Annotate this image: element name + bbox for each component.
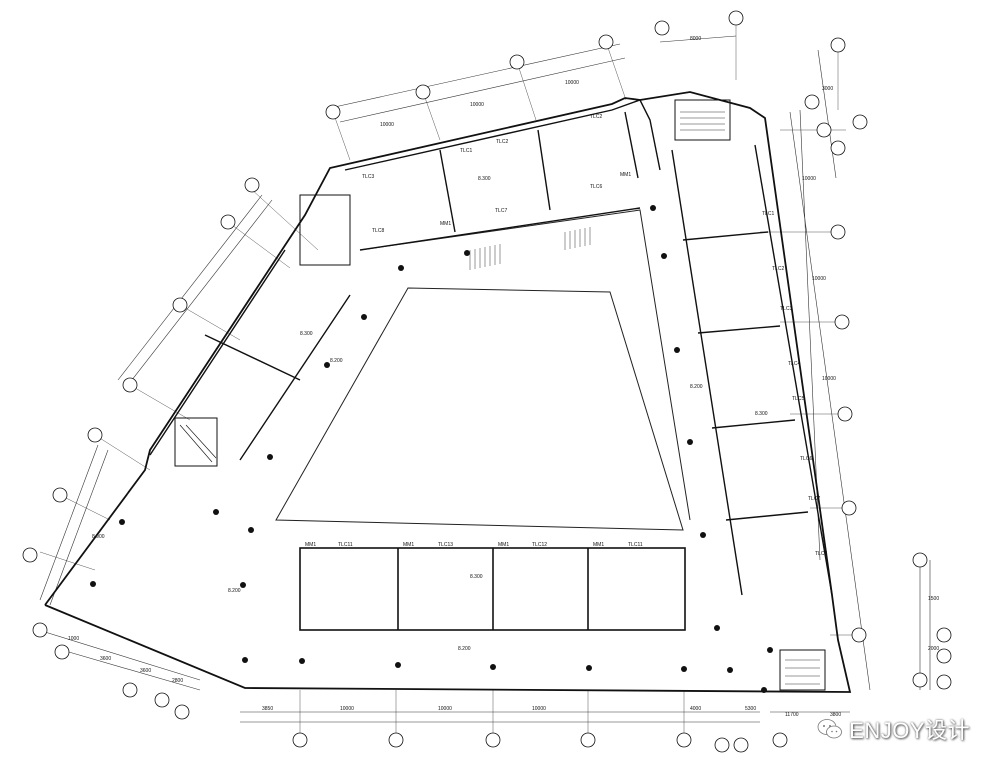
dimension-value: 1000 [68, 636, 79, 642]
axis-bubbles [22, 10, 952, 753]
top-shop-block [299, 99, 661, 266]
window-code: MM1 [403, 542, 414, 548]
dimension-value: 3600 [140, 668, 151, 674]
building-outline [44, 91, 852, 693]
dimension-value: 2800 [172, 678, 183, 684]
window-code: TLC3 [780, 306, 792, 312]
watermark: ENJOY设计 [817, 713, 970, 745]
dimension-value: 5300 [745, 706, 756, 712]
window-code: TLC5 [792, 396, 804, 402]
bottom-shop-block [299, 547, 686, 631]
dimension-value: 10000 [822, 376, 836, 382]
dimension-value: 3600 [100, 656, 111, 662]
dimension-value: 3000 [822, 86, 833, 92]
stairs [469, 111, 820, 685]
window-code: MM1 [593, 542, 604, 548]
dimension-value: 10000 [438, 706, 452, 712]
dimension-value: 11700 [785, 712, 799, 718]
window-code: TLC11 [338, 542, 353, 548]
dimension-value: 10000 [532, 706, 546, 712]
elevation-label: 8.200 [330, 358, 343, 364]
dimension-value: 10000 [802, 176, 816, 182]
dimension-value: 1500 [928, 596, 939, 602]
dimension-value: 8000 [690, 36, 701, 42]
dimension-value: 10000 [565, 80, 579, 86]
elevation-label: 8.200 [458, 646, 471, 652]
window-code: MM1 [305, 542, 316, 548]
axis-grid-lines [39, 18, 859, 740]
dimension-value: 3850 [262, 706, 273, 712]
window-code: TLC2 [496, 139, 508, 145]
window-code: TLC11 [628, 542, 643, 548]
window-code: TLC3 [362, 174, 374, 180]
window-code: TLC4 [788, 361, 800, 367]
window-door-codes: TLC3 TLC1 TLC2 TLC2 TLC8 TLC7 TLC6 MM1 M… [305, 114, 827, 557]
elevation-label: 8.200 [690, 384, 703, 390]
window-code: TLC12 [532, 542, 547, 548]
window-code: TLC8 [815, 551, 827, 557]
window-code: TLC13 [438, 542, 453, 548]
window-code: TLC7 [808, 496, 820, 502]
window-code: TLC1 [762, 211, 774, 217]
dimension-value: 10000 [380, 122, 394, 128]
dimension-numbers: 10000 10000 10000 8000 3850 10000 10000 … [68, 36, 939, 718]
left-shop-block [149, 249, 351, 467]
elevation-label: 8.200 [228, 588, 241, 594]
window-code: MM1 [620, 172, 631, 178]
dimension-value: 10000 [340, 706, 354, 712]
dimension-value: 10000 [812, 276, 826, 282]
dimension-value: 3800 [830, 712, 841, 718]
elevation-label: 8.300 [755, 411, 768, 417]
right-shop-block [671, 99, 833, 691]
wechat-icon [817, 719, 843, 739]
window-code: TLC7 [495, 208, 507, 214]
dimension-value: 2000 [928, 646, 939, 652]
elevation-label: 8.300 [470, 574, 483, 580]
watermark-text: ENJOY设计 [849, 718, 970, 743]
window-code: TLC8 [372, 228, 384, 234]
window-code: TLC6 [590, 184, 602, 190]
window-code: TLC2 [590, 114, 602, 120]
elevation-labels: 8.200 8.200 8.200 8.200 8.300 8.300 8.30… [92, 176, 768, 652]
elevation-label: 8.300 [300, 331, 313, 337]
window-code: TLC6 [800, 456, 812, 462]
dimension-value: 4000 [690, 706, 701, 712]
elevation-label: 8.900 [92, 534, 105, 540]
elevation-label: 8.300 [478, 176, 491, 182]
window-code: TLC1 [460, 148, 472, 154]
window-code: MM1 [440, 221, 451, 227]
columns [90, 205, 773, 693]
window-code: MM1 [498, 542, 509, 548]
dimension-value: 10000 [470, 102, 484, 108]
window-code: TLC2 [772, 266, 784, 272]
